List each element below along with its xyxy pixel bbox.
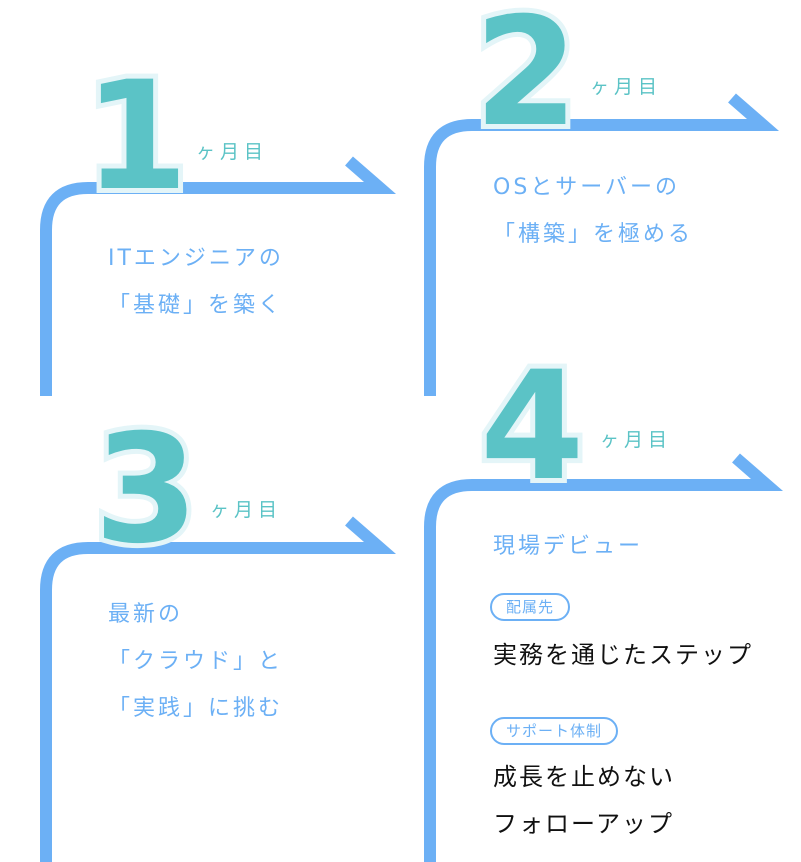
step-2-number: 2 (469, 0, 583, 160)
step-2-title: OSとサーバーの 「構築」を極める (493, 164, 693, 258)
support-text-line: フォローアップ (493, 810, 675, 838)
support-text-line: 成長を止めない (493, 763, 675, 791)
step-4-number: 4 (475, 340, 589, 514)
step-1-unit: ヶ月目 (196, 141, 269, 163)
step-3-line-arrow (40, 516, 397, 862)
assignment-text-line: 実務を通じたステップ (493, 641, 753, 669)
step-1-number: 1 (79, 50, 193, 224)
step-2-line-arrow (424, 93, 780, 396)
step-3-title-line: 「クラウド」と (108, 649, 284, 674)
assignment-text: 実務を通じたステップ (493, 632, 753, 679)
step-3-title-line: 最新の (108, 602, 184, 627)
step-2-title-line: OSとサーバーの (493, 175, 681, 200)
step-1-title: ITエンジニアの 「基礎」を築く (108, 235, 284, 329)
step-4-unit: ヶ月目 (600, 429, 673, 451)
step-4-line-arrow (424, 453, 784, 862)
assignment-tag: 配属先 (490, 593, 571, 621)
support-text: 成長を止めない フォローアップ (493, 754, 675, 848)
step-4-title: 現場デビュー (493, 523, 643, 570)
step-3-number: 3 (89, 403, 203, 577)
step-3-title: 最新の 「クラウド」と 「実践」に挑む (108, 591, 283, 732)
step-1-title-line: ITエンジニアの (108, 246, 284, 271)
step-2-title-line: 「構築」を極める (493, 222, 694, 247)
step-1-line-arrow (40, 156, 397, 396)
step-4-title-line: 現場デビュー (493, 534, 644, 559)
support-tag: サポート体制 (490, 717, 619, 745)
step-3-title-line: 「実践」に挑む (108, 696, 284, 721)
step-3-unit: ヶ月目 (210, 499, 283, 521)
step-1-title-line: 「基礎」を築く (108, 293, 284, 318)
step-2-unit: ヶ月目 (590, 76, 663, 98)
